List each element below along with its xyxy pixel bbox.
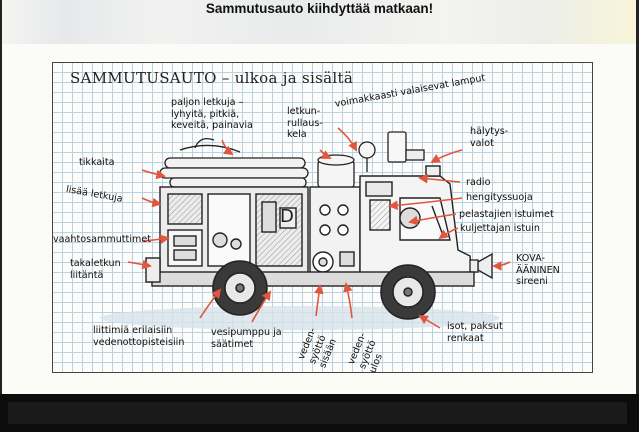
label-radio: radio	[466, 177, 491, 188]
roof-ladders	[159, 137, 309, 188]
label-rear-hose-connection: takaletkun liitäntä	[70, 258, 121, 281]
bottom-bar	[0, 394, 639, 432]
label-rescuer-seats: pelastajien istuimet	[459, 209, 554, 220]
label-hose-reel: letkun- rullaus- kela	[287, 106, 323, 140]
roof-lamps	[358, 131, 425, 172]
label-siren: KOVA- ÄÄNINEN sireeni	[516, 253, 560, 287]
label-connectors: liittimiä erilaisiin vedenottopisteisiin	[93, 325, 185, 348]
label-hoses: paljon letkuja – lyhyitä, pitkiä, keveit…	[171, 97, 253, 131]
pump-section	[309, 186, 361, 274]
rear-wheel	[212, 260, 268, 316]
panel-title: SAMMUTUSAUTO – ulkoa ja sisältä	[70, 69, 354, 87]
cab	[359, 165, 473, 279]
label-breathing-apparatus: hengityssuoja	[466, 192, 533, 203]
header-brush-band	[0, 0, 639, 44]
label-tyres: isot, paksut renkaat	[447, 321, 503, 344]
page-title: Sammutusauto kiihdyttää matkaan!	[205, 1, 434, 16]
label-driver-seat: kuljettajan istuin	[460, 223, 540, 234]
hose-reel	[317, 154, 355, 189]
left-border	[0, 0, 2, 394]
label-ladders: tikkaita	[79, 157, 115, 168]
label-foam-extinguishers: vaahtosammuttimet	[53, 234, 151, 245]
rear-compartment: D	[159, 186, 309, 274]
label-water-pump: vesipumppu ja säätimet	[211, 327, 282, 350]
svg-text:D: D	[280, 206, 294, 227]
front-wheel	[380, 264, 436, 320]
right-border	[636, 0, 639, 394]
label-arrows	[127, 127, 511, 329]
label-emergency-lights: hälytys- valot	[470, 126, 509, 149]
